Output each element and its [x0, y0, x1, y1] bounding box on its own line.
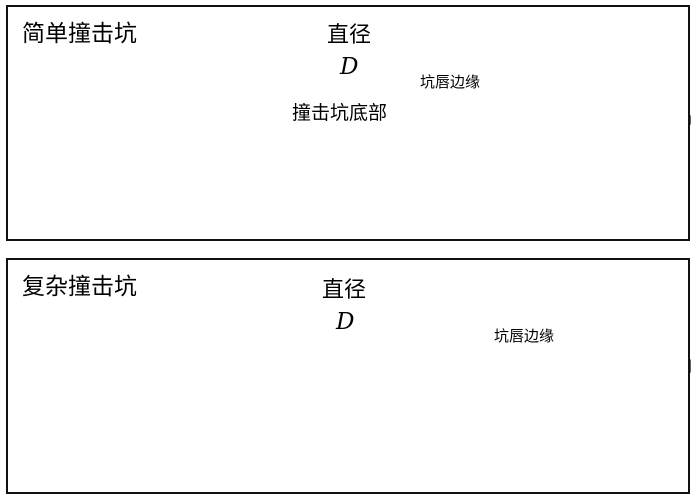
crater-rim-label: 坑唇边缘: [494, 327, 555, 345]
complex-crater-panel: 复杂撞击坑: [6, 258, 690, 494]
diameter-symbol: D: [336, 56, 363, 79]
crater-floor-label: 撞击坑底部: [292, 102, 388, 124]
diameter-label: 直径: [322, 278, 367, 303]
crater-rim-label: 坑唇边缘: [420, 73, 481, 91]
simple-crater-panel: 简单撞击坑: [6, 5, 690, 241]
diameter-symbol: D: [332, 311, 359, 334]
panel-title: 复杂撞击坑: [22, 274, 137, 300]
diameter-label: 直径: [327, 23, 372, 48]
panel-title: 简单撞击坑: [22, 21, 137, 47]
